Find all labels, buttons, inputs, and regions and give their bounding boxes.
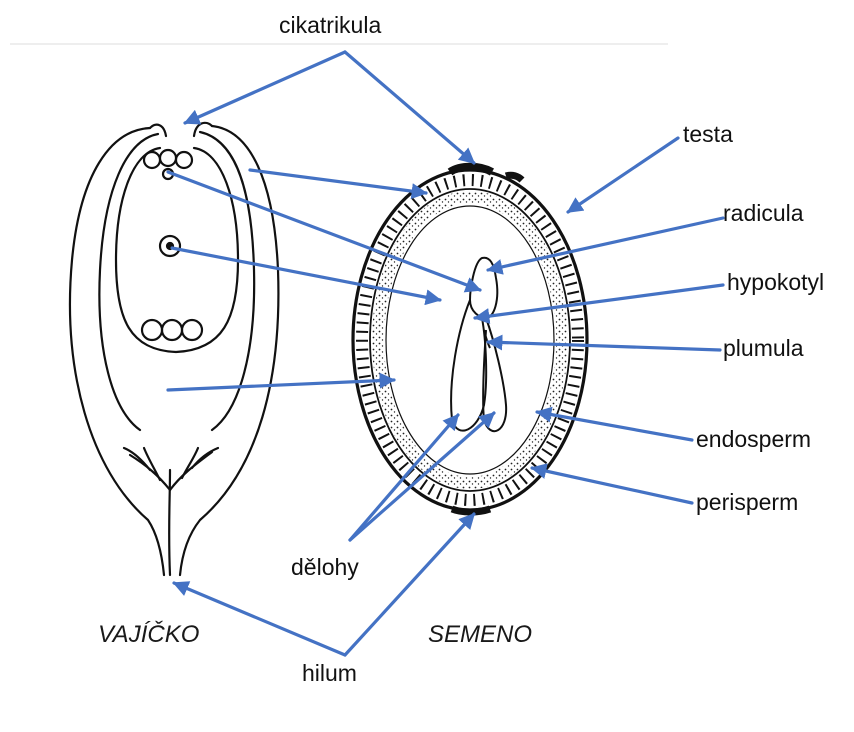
perisperm-layer [378,197,562,483]
synergid-cell-left [144,152,160,168]
vascular-branch-5 [144,448,160,480]
pointer-arrows [168,52,723,655]
hilum-mark [452,509,490,512]
arrow-perisperm [532,468,692,503]
seed-drawing [353,167,587,512]
label-hilum: hilum [302,662,357,685]
ovule-drawing [70,123,278,575]
label-endosperm: endosperm [696,428,811,451]
label-plumula: plumula [723,337,804,360]
vascular-branch-2 [170,452,212,490]
label-hypokotyl: hypokotyl [727,271,824,294]
arrow-hypokotyl [475,285,723,318]
testa-cells [362,180,578,500]
antipodal-cell-middle [162,320,182,340]
label-cikatrikula: cikatrikula [279,14,381,37]
vascular-trunk [169,470,170,575]
egg-cell [160,150,176,166]
synergid-cell-right [176,152,192,168]
label-delohy: dělohy [291,556,359,579]
label-perisperm: perisperm [696,491,798,514]
outer-integument-left [70,128,164,575]
arrow-cikatrikula-ovule [185,52,345,123]
arrow-endosperm [537,412,692,440]
arrow-nucellus-to-perisperm [168,380,394,390]
arrow-hilum-ovule [174,583,345,655]
antipodal-cell-right [182,320,202,340]
arrow-plumula [488,342,720,350]
label-testa: testa [683,123,733,146]
arrow-integument-to-testa [250,170,426,193]
testa-inner [370,189,570,491]
label-semeno: SEMENO [428,623,532,647]
antipodal-cell-left [142,320,162,340]
label-vajicko: VAJÍČKO [98,623,199,647]
arrow-egg-to-embryo [168,172,480,290]
testa-outer [353,170,587,510]
label-radicula: radicula [723,202,804,225]
arrow-cikatrikula-seed [345,52,474,163]
arrow-testa [568,138,678,212]
cotyledon-left [451,300,486,431]
